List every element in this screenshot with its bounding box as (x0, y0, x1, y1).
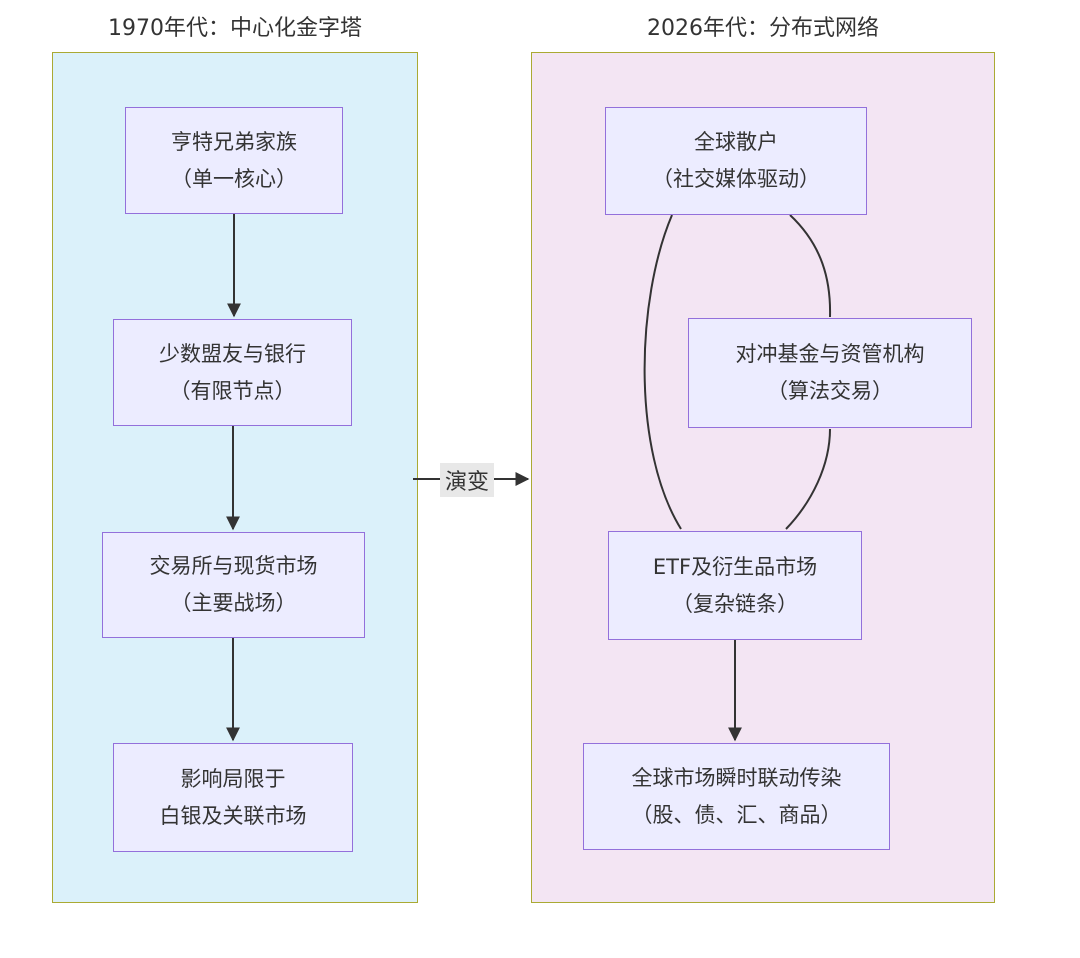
node-text-line: （有限节点） (169, 378, 296, 403)
node-allies-banks: 少数盟友与银行 （有限节点） (113, 319, 352, 426)
right-panel-title: 2026年代：分布式网络 (647, 16, 879, 41)
node-hedge-funds: 对冲基金与资管机构 （算法交易） (688, 318, 972, 428)
edge-retail-to-hedge-curve (789, 214, 832, 318)
node-text-line: 影响局限于 (180, 766, 286, 791)
node-text-line: （主要战场） (170, 591, 297, 615)
node-global-contagion: 全球市场瞬时联动传染 （股、债、汇、商品） (583, 743, 890, 850)
node-hunt-brothers: 亨特兄弟家族 （单一核心） (125, 107, 343, 214)
node-text-line: （社交媒体驱动） (652, 167, 820, 191)
node-text-line: 全球散户 (694, 130, 778, 155)
node-global-retail: 全球散户 （社交媒体驱动） (605, 107, 867, 215)
node-text-line: （股、债、汇、商品） (631, 802, 842, 827)
node-text-line: 交易所与现货市场 (149, 554, 318, 579)
node-text-line: 亨特兄弟家族 (171, 129, 297, 154)
node-text-line: （单一核心） (171, 166, 297, 191)
node-text-line: （复杂链条） (672, 591, 798, 616)
node-text-line: ETF及衍生品市场 (652, 554, 818, 579)
node-etf-derivatives: ETF及衍生品市场 （复杂链条） (608, 531, 862, 640)
edge-retail-to-etf-curve (643, 214, 682, 530)
left-panel-title: 1970年代：中心化金字塔 (108, 16, 362, 41)
node-text-line: （算法交易） (767, 379, 893, 403)
node-exchanges-spot: 交易所与现货市场 （主要战场） (102, 532, 365, 638)
node-text-line: 白银及关联市场 (159, 803, 307, 828)
evolution-edge-label: 演变 (440, 463, 495, 497)
node-impact-limited: 影响局限于 白银及关联市场 (113, 743, 353, 852)
node-text-line: 全球市场瞬时联动传染 (631, 765, 842, 790)
node-text-line: 对冲基金与资管机构 (735, 342, 925, 367)
edge-hedge-to-etf-curve (785, 428, 831, 530)
node-text-line: 少数盟友与银行 (159, 341, 306, 366)
